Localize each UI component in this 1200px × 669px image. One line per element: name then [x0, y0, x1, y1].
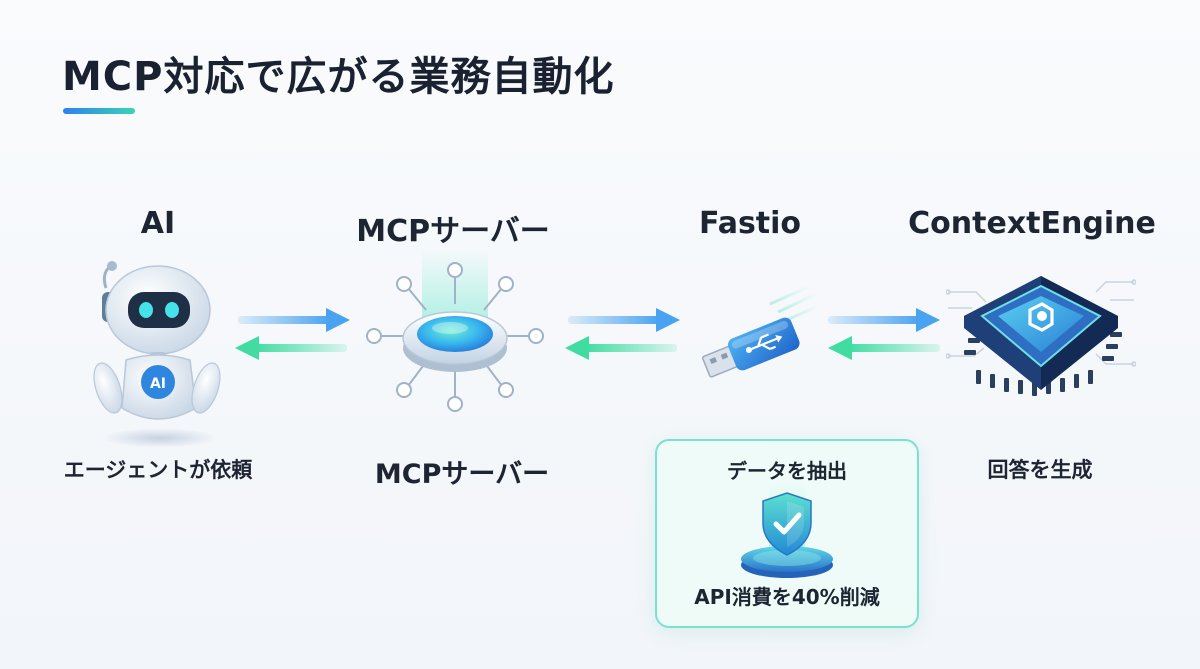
arrow-engine-to-fastio — [828, 336, 940, 360]
node-label-context-engine: ContextEngine — [908, 206, 1156, 241]
mcp-hub-icon — [366, 248, 544, 412]
usb-drive-icon — [701, 284, 819, 378]
fastio-callout: データを抽出 API消費を40%削減 — [655, 439, 919, 628]
arrow-fastio-to-mcp — [565, 336, 677, 360]
robot-icon: AI — [93, 261, 221, 448]
arrow-ai-to-mcp — [238, 308, 350, 332]
chip-icon — [946, 276, 1136, 396]
node-label-fastio: Fastio — [698, 206, 802, 241]
title-underline — [63, 108, 135, 114]
caption-generate-answer: 回答を生成 — [987, 458, 1093, 482]
callout-extract-data: データを抽出 — [727, 459, 847, 483]
arrow-fastio-to-engine — [828, 308, 940, 332]
arrow-mcp-to-ai — [235, 336, 347, 360]
shield-check-icon — [741, 483, 833, 578]
robot-badge-text: AI — [150, 376, 166, 392]
callout-api-reduction: API消費を40%削減 — [694, 585, 880, 609]
caption-agent-request: エージェントが依頼 — [63, 458, 253, 482]
arrow-mcp-to-fastio — [568, 308, 680, 332]
page-title: MCP対応で広がる業務自動化 — [62, 54, 615, 100]
caption-mcp-server: MCPサーバー — [374, 459, 550, 490]
node-label-mcp-server: MCPサーバー — [356, 214, 550, 249]
node-label-ai: AI — [140, 206, 176, 241]
